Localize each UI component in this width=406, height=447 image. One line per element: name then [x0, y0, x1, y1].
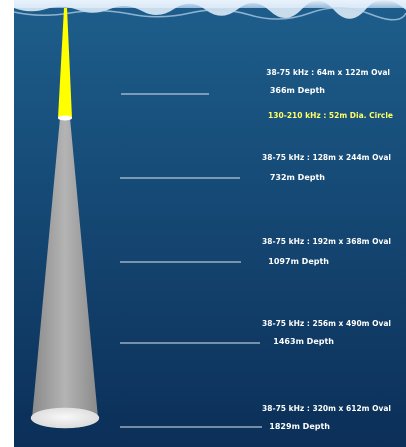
- water-surface: [13, 0, 406, 21]
- depth-label-3: 1097m Depth: [268, 257, 329, 266]
- footprint-label-4: 38-75 kHz : 256m x 490m Oval: [262, 319, 391, 328]
- depth-label-5: 1829m Depth: [269, 422, 330, 431]
- depth-level-3: 38-75 kHz : 192m x 368m Oval 1097m Depth: [120, 237, 391, 266]
- footprint-label-1: 38-75 kHz : 64m x 122m Oval: [266, 68, 390, 77]
- depth-level-5: 38-75 kHz : 320m x 612m Oval 1829m Depth: [120, 404, 391, 431]
- beam-footprint-130-210khz: [58, 115, 72, 121]
- footprint-label-2: 38-75 kHz : 128m x 244m Oval: [262, 153, 391, 162]
- sonar-beam: [30, 8, 100, 429]
- beam-footprint-ellipse: [30, 407, 100, 429]
- depth-label-4: 1463m Depth: [273, 337, 334, 346]
- depth-label-1: 366m Depth: [270, 86, 325, 95]
- depth-label-2: 732m Depth: [270, 173, 325, 182]
- left-margin: [0, 0, 14, 447]
- beam-cone-38-75khz: [32, 118, 98, 418]
- depth-level-2: 38-75 kHz : 128m x 244m Oval 732m Depth: [120, 153, 391, 182]
- beam-cone-130-210khz: [58, 8, 72, 118]
- footprint-label-5: 38-75 kHz : 320m x 612m Oval: [262, 404, 391, 413]
- high-freq-label: 130-210 kHz : 52m Dia. Circle: [268, 111, 393, 120]
- footprint-label-3: 38-75 kHz : 192m x 368m Oval: [262, 237, 391, 246]
- depth-level-1: 38-75 kHz : 64m x 122m Oval 366m Depth 1…: [121, 68, 393, 120]
- depth-level-4: 38-75 kHz : 256m x 490m Oval 1463m Depth: [120, 319, 391, 346]
